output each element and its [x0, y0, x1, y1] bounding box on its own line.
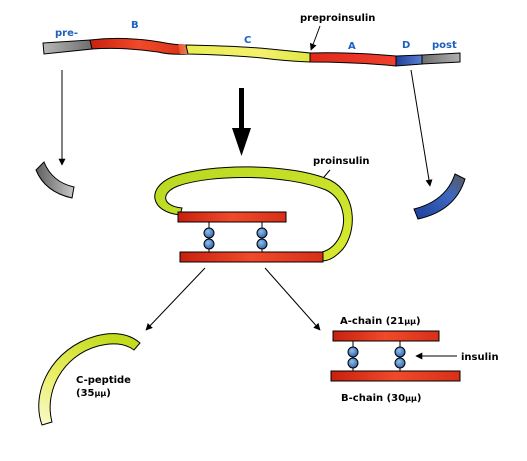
d-label: D — [402, 40, 410, 51]
a-label: A — [348, 41, 356, 52]
c-peptide-label: C-peptide — [76, 375, 131, 386]
disulfide-bond-icon — [347, 346, 359, 369]
post-segment — [421, 52, 461, 65]
to-insulin-arrow — [264, 267, 321, 331]
c-peptide-strand — [38, 333, 141, 426]
disulfide-bond-icon — [203, 227, 215, 250]
pre-label: pre- — [55, 28, 78, 39]
cleaved-pre-fragment — [35, 161, 75, 199]
insulin-b-chain — [330, 370, 461, 382]
cleaved-d-post-fragment — [413, 173, 466, 220]
proinsulin-b-chain — [179, 251, 324, 263]
insulin-label: insulin — [461, 352, 499, 363]
insulin-a-chain — [332, 330, 440, 342]
big-down-arrow-icon — [232, 88, 251, 156]
c-peptide-length: (35μμ) — [76, 388, 111, 399]
pre-segment — [42, 39, 93, 55]
post-cleavage-arrow — [410, 69, 433, 187]
preproinsulin-pointer-arrow — [309, 25, 321, 51]
preproinsulin-chain — [42, 37, 461, 67]
proinsulin-a-chain — [177, 211, 287, 223]
proinsulin-label: proinsulin — [313, 156, 370, 167]
disulfide-bond-icon — [256, 227, 268, 250]
disulfide-bond-icon — [394, 346, 406, 369]
b-segment — [89, 37, 189, 55]
c-segment — [185, 44, 311, 63]
b-chain-label: B-chain (30μμ) — [341, 393, 421, 404]
insulin-disulfide-bonds — [347, 341, 406, 371]
post-label: post — [432, 40, 457, 51]
preproinsulin-label: preproinsulin — [300, 13, 375, 24]
a-segment — [309, 52, 397, 67]
b-label: B — [131, 20, 139, 31]
proinsulin-disulfide-bonds — [203, 222, 268, 252]
a-chain-label: A-chain (21μμ) — [340, 316, 421, 327]
to-c-peptide-arrow — [145, 267, 206, 331]
c-label: C — [244, 35, 251, 46]
d-segment — [395, 54, 423, 67]
